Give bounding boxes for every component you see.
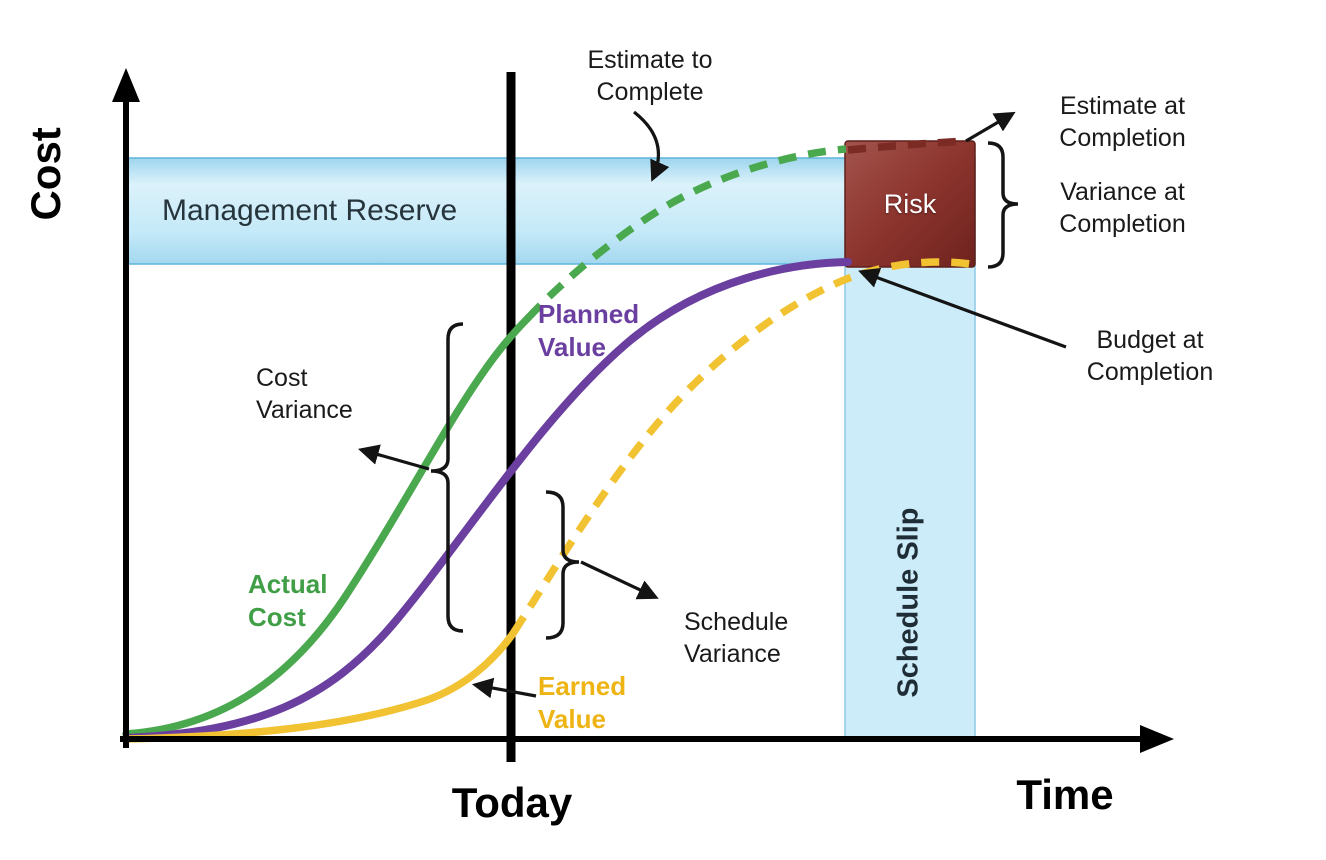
earned-value-curve <box>123 628 518 743</box>
schedule-variance-arrow <box>580 560 659 600</box>
planned-value-label: Planned Value <box>538 299 640 363</box>
schedule-slip-band <box>844 263 976 741</box>
estimate-to-complete-label: Estimate to Complete <box>587 46 713 106</box>
planned-value-curve <box>123 258 852 742</box>
risk-label: Risk <box>883 188 937 219</box>
y-axis-label: Cost <box>22 127 70 221</box>
today-label: Today <box>451 779 573 826</box>
management-reserve-label: Management Reserve <box>162 194 458 227</box>
estimate-at-completion-arrow <box>965 111 1016 143</box>
risk-top-dashed-line <box>847 137 967 154</box>
schedule-variance-label: Schedule Variance <box>684 608 789 668</box>
earned-value-label: Earned Value <box>538 671 627 735</box>
schedule-variance-brace <box>545 490 580 640</box>
earned-value-arrow <box>471 677 537 699</box>
actual-cost-projection <box>525 145 847 321</box>
estimate-at-completion-label: Estimate at Completion <box>1059 92 1186 152</box>
budget-at-completion-arrow <box>858 267 1067 349</box>
x-axis-label: Time <box>1016 771 1114 818</box>
variance-at-completion-label: Variance at Completion <box>1059 178 1186 238</box>
management-reserve-band <box>126 157 976 265</box>
x-axis-arrowhead <box>1140 725 1174 753</box>
cost-variance-brace <box>430 322 464 633</box>
actual-cost-curve <box>122 314 532 738</box>
y-axis-arrowhead <box>112 68 140 102</box>
estimate-to-complete-arrow <box>633 110 670 182</box>
earned-value-projection <box>510 258 971 635</box>
cost-variance-arrow <box>357 444 430 471</box>
cost-variance-label: Cost Variance <box>256 364 353 424</box>
variance-at-completion-brace <box>987 141 1019 269</box>
actual-cost-label: Actual Cost <box>248 569 328 633</box>
schedule-slip-label: Schedule Slip <box>892 507 925 698</box>
budget-at-completion-label: Budget at Completion <box>1086 326 1214 386</box>
